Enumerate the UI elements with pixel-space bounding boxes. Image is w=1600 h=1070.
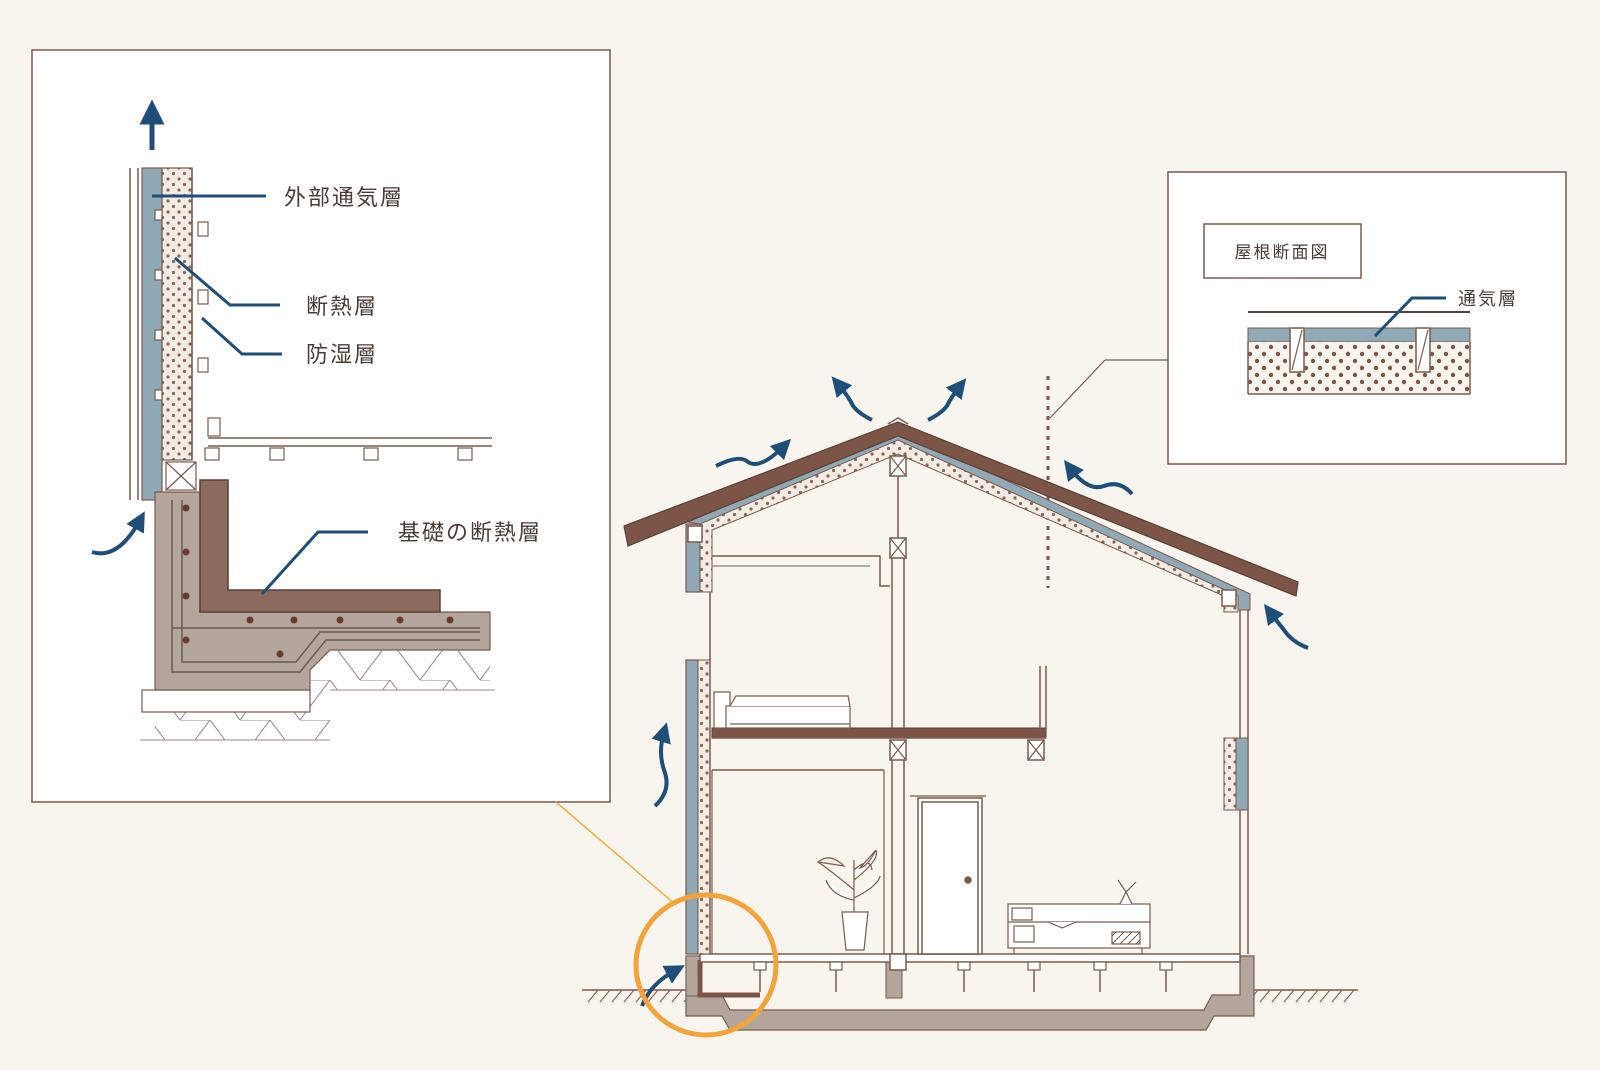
label-roof-vent-layer: 通気層: [1458, 289, 1518, 310]
label-foundation-insulation: 基礎の断熱層: [398, 521, 542, 546]
airflow-eave-left-arrow-icon: [715, 438, 792, 468]
roof-vent-layer: [1247, 327, 1471, 343]
roof-vent-strip: [686, 429, 1251, 611]
roof: [623, 421, 1299, 597]
foundation-insulation: [199, 479, 441, 613]
airflow-arrows: [640, 376, 1309, 1007]
airflow-ridge-right-arrow-icon: [927, 378, 967, 422]
airflow-in-arrow-icon: [91, 511, 145, 556]
roof-section-detail: 屋根断面図 通気層: [1167, 171, 1567, 465]
label-vapor-barrier: 防湿層: [306, 343, 378, 368]
roof-detail-frame: [1167, 171, 1567, 465]
airflow-roof-right-arrow-icon: [1063, 460, 1134, 496]
plant-icon: [816, 849, 881, 951]
wall-foundation-detail: 外部通気層 断熱層 防湿層 基礎の断熱層: [31, 49, 611, 803]
airflow-foundation-arrow-icon: [640, 965, 685, 1007]
wall-insulation: [161, 167, 193, 461]
label-insulation: 断熱層: [306, 295, 378, 320]
airflow-eave-right-arrow-icon: [1263, 604, 1309, 650]
airflow-wall-arrow-icon: [651, 722, 671, 808]
detail-leader-line: [555, 801, 677, 906]
roof-section-title-box: [1203, 223, 1362, 279]
sideboard-icon: [1007, 879, 1151, 954]
detail-highlight-circle: [633, 892, 779, 1038]
door-knob-icon: [964, 876, 972, 884]
door: [917, 797, 983, 955]
house-section: [582, 376, 1358, 1038]
airflow-ridge-left-arrow-icon: [831, 376, 873, 422]
roof-section-title: 屋根断面図: [1235, 243, 1330, 263]
label-exterior-vent: 外部通気層: [284, 186, 404, 211]
bed-icon: [713, 691, 851, 729]
